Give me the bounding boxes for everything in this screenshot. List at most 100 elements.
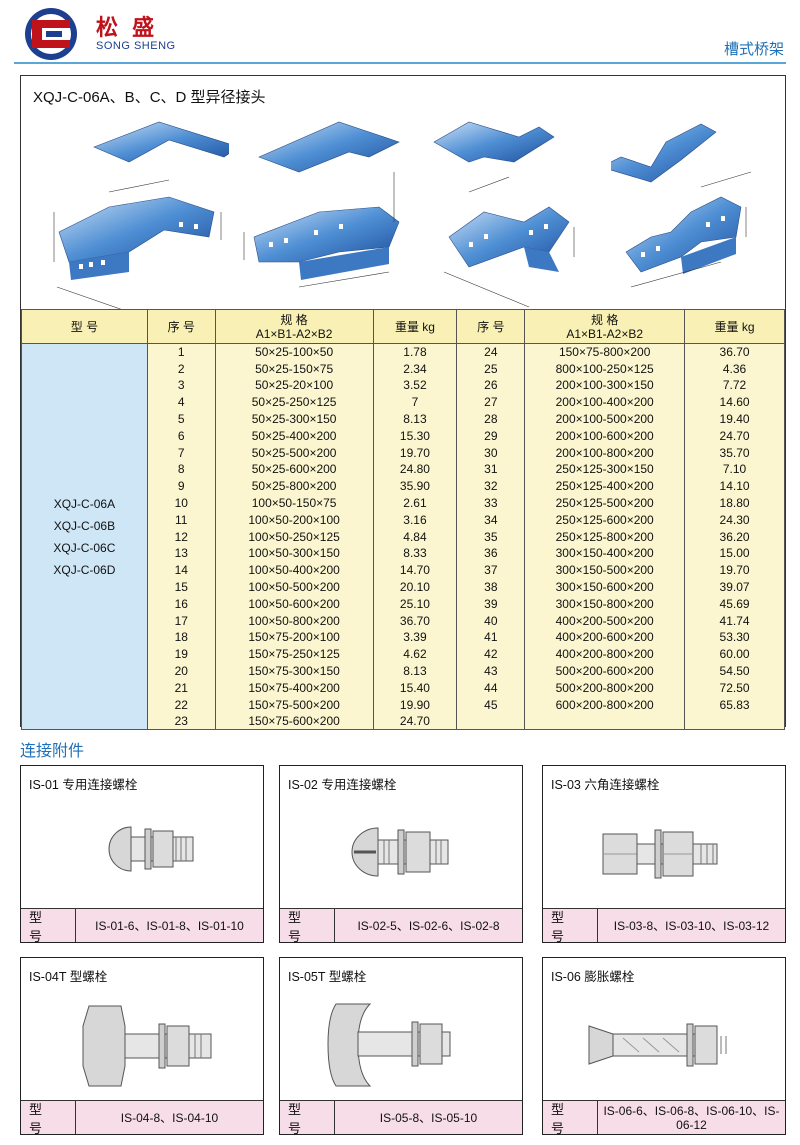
weight-cell: 72.50 [684,679,785,697]
spec-cell: 150×75-500×200 [214,696,374,714]
model-values: IS-01-6、IS-01-8、IS-01-10 [95,918,244,933]
spec-cell: 300×150-600×200 [524,578,686,596]
seq-cell: 29 [456,427,526,445]
spec-cell: 150×75-200×100 [214,629,374,646]
seq-cell: 16 [146,595,216,613]
accessory-footer: 型 号 IS-02-5、IS-02-6、IS-02-8 [280,908,522,944]
seq-cell: 17 [146,612,216,630]
spec-cell: 200×100-400×200 [524,393,686,411]
seq-cell [456,713,526,731]
seq-cell: 11 [146,511,216,529]
seq-cell: 27 [456,393,526,411]
spec-cell: 100×50-300×150 [214,545,374,562]
seq-cell: 35 [456,528,526,546]
header-spec-line1: 规 格 [591,312,619,327]
seq-cell: 40 [456,612,526,630]
weight-cell: 3.52 [372,377,458,394]
spec-cell: 600×200-800×200 [524,696,686,714]
seq-cell: 14 [146,561,216,579]
product-frame: XQJ-C-06A、B、C、D 型异径接头 A 型 [20,75,786,731]
weight-cell: 15.40 [372,679,458,697]
model-label: 型 号 [280,1101,335,1136]
weight-cell: 19.90 [372,696,458,714]
weight-cell: 54.50 [684,662,785,680]
spec-cell: 500×200-800×200 [524,679,686,697]
spec-cell: 800×100-250×125 [524,360,686,378]
seq-cell: 6 [146,427,216,445]
seq-cell: 12 [146,528,216,546]
weight-cell: 8.13 [372,662,458,680]
seq-cell: 2 [146,360,216,378]
weight-cell: 2.61 [372,494,458,512]
spec-cell: 50×25-600×200 [214,461,374,478]
model-values: IS-02-5、IS-02-6、IS-02-8 [357,918,500,933]
model-label: 型 号 [21,1101,76,1136]
model-values: IS-06-6、IS-06-8、IS-06-10、IS-06-12 [603,1103,780,1132]
accessory-title: IS-03 六角连接螺栓 [551,778,660,792]
accessory-footer: 型 号 IS-06-6、IS-06-8、IS-06-10、IS-06-12 [543,1100,785,1136]
spec-cell: 300×150-800×200 [524,595,686,613]
weight-cell: 24.70 [684,427,785,445]
t-head-bolt-icon [327,1003,451,1087]
seq-cell: 18 [146,629,216,646]
reducer-a-drawing-icon [53,121,229,313]
seq-cell: 24 [456,343,526,361]
seq-cell: 26 [456,377,526,394]
weight-cell: 35.70 [684,444,785,462]
seq-cell: 30 [456,444,526,462]
seq-cell: 20 [146,662,216,680]
weight-cell: 4.36 [684,360,785,378]
seq-cell: 10 [146,494,216,512]
accessory-title: IS-06 膨胀螺栓 [551,970,635,984]
spec-cell: 150×75-250×125 [214,645,374,663]
model-name: XQJ-C-06D [53,562,116,577]
accessory-title: IS-02 专用连接螺栓 [288,778,397,792]
model-values: IS-03-8、IS-03-10、IS-03-12 [613,918,770,933]
accessory-title: IS-04T 型螺栓 [29,970,108,984]
seq-cell: 9 [146,477,216,495]
weight-cell: 14.10 [684,477,785,495]
seq-cell: 1 [146,343,216,361]
seq-cell: 28 [456,410,526,428]
weight-cell: 15.00 [684,545,785,562]
accessory-footer: 型 号 IS-03-8、IS-03-10、IS-03-12 [543,908,785,944]
weight-cell: 19.40 [684,410,785,428]
model-values: IS-05-8、IS-05-10 [379,1110,478,1125]
weight-cell: 45.69 [684,595,785,613]
seq-cell: 36 [456,545,526,562]
spec-cell: 100×50-150×75 [214,494,374,512]
accessory-footer: 型 号 IS-05-8、IS-05-10 [280,1100,522,1136]
reducer-c-drawing-icon [433,121,575,308]
header-spec-line2: A1×B1-A2×B2 [566,326,644,341]
spec-cell: 250×125-800×200 [524,528,686,546]
weight-cell: 19.70 [684,561,785,579]
spec-cell: 50×25-500×200 [214,444,374,462]
spec-cell: 50×25-150×75 [214,360,374,378]
spec-cell: 100×50-500×200 [214,578,374,596]
accessory-footer: 型 号 IS-01-6、IS-01-8、IS-01-10 [21,908,263,944]
seq-cell: 45 [456,696,526,714]
accessory-footer: 型 号 IS-04-8、IS-04-10 [21,1100,263,1136]
accessory-card-is04: IS-04T 型螺栓 型 号 IS-04-8、IS-04-10 [20,957,264,1136]
weight-cell: 18.80 [684,494,785,512]
spec-cell: 50×25-250×125 [214,393,374,411]
seq-cell: 33 [456,494,526,512]
header-spec-line1: 规 格 [280,312,308,327]
seq-cell: 21 [146,679,216,697]
weight-cell: 19.70 [372,444,458,462]
spec-cell: 400×200-600×200 [524,629,686,646]
model-name: XQJ-C-06B [53,518,116,533]
weight-cell: 35.90 [372,477,458,495]
spec-cell: 200×100-300×150 [524,377,686,394]
spec-cell: 250×125-300×150 [524,461,686,478]
weight-cell: 36.20 [684,528,785,546]
